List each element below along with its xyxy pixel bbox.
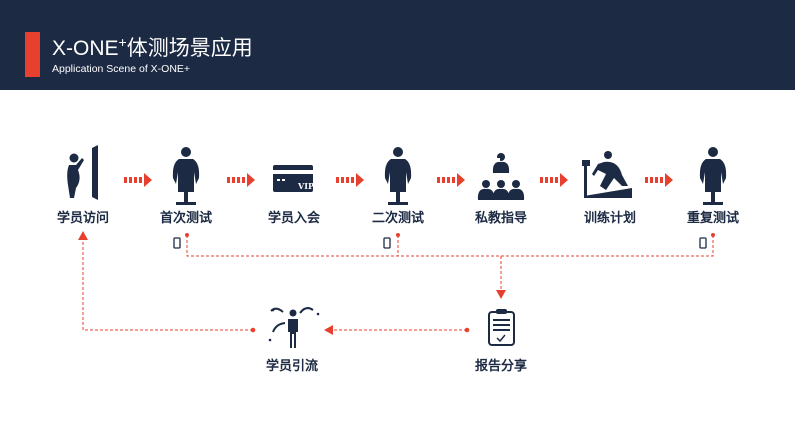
phone-icon [383,237,391,249]
arrow-right-icon [437,173,465,187]
treadmill-icon [582,151,632,198]
arrow-left-icon [324,325,333,335]
header-banner: X-ONE+体测场景应用 Application Scene of X-ONE+ [0,0,795,90]
arrow-right-icon [540,173,568,187]
step-label: 学员访问 [56,211,109,226]
svg-text:VIP: VIP [297,181,314,191]
arrow-right-icon [645,173,673,187]
clipboard-report-icon [488,309,515,346]
body-test-icon [699,147,727,205]
step-label: 二次测试 [371,211,424,226]
arrow-up-icon [78,231,88,240]
step-label: 学员入会 [267,211,320,226]
coach-class-icon [477,153,525,200]
bottom-label: 学员引流 [265,359,318,374]
dashed-connectors [82,235,714,331]
arrow-right-icon [124,173,152,187]
phone-icon [699,237,707,249]
body-test-icon [172,147,200,205]
page-title: X-ONE+体测场景应用 [52,34,253,60]
bottom-label: 报告分享 [474,359,527,374]
phone-icon [173,237,181,249]
member-visit-icon [67,145,98,200]
step-label: 重复测试 [686,211,739,226]
step-arrows [124,173,673,187]
body-test-icon [384,147,412,205]
page-subtitle: Application Scene of X-ONE+ [52,63,191,75]
step-label: 私教指导 [474,211,527,226]
arrow-down-icon [496,290,506,299]
step-label: 首次测试 [159,211,212,226]
arrow-right-icon [336,173,364,187]
accent-bar [25,32,40,77]
step-label: 训练计划 [583,211,636,226]
arrow-right-icon [227,173,255,187]
referral-icon [268,307,320,348]
vip-card-icon: VIP [273,165,314,192]
